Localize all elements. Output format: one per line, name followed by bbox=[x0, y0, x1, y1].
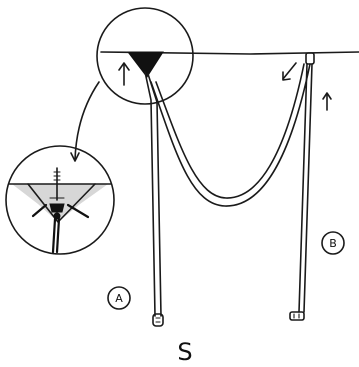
strap-b-left bbox=[298, 63, 308, 313]
swoop-cord-outer bbox=[150, 63, 311, 207]
attachment-triangle bbox=[126, 51, 164, 78]
swoop-cord-inner bbox=[155, 63, 305, 199]
label-a-text: A bbox=[115, 292, 123, 305]
callout-arrow bbox=[70, 81, 100, 162]
strap-a-left bbox=[144, 71, 156, 317]
magnifier-circle-top bbox=[96, 7, 194, 105]
detail-circle bbox=[5, 145, 115, 255]
label-b-text: B bbox=[329, 237, 337, 250]
strap-b-right bbox=[303, 63, 313, 313]
attachment-b bbox=[305, 52, 315, 65]
label-a: A bbox=[107, 286, 131, 310]
label-b: B bbox=[321, 231, 345, 255]
label-s: S bbox=[177, 338, 192, 366]
arrow-up-icon-b bbox=[322, 92, 332, 111]
up-arrow-icon bbox=[118, 62, 130, 86]
arrow-down-left-icon bbox=[282, 62, 297, 81]
buckle-icon-b bbox=[289, 311, 305, 321]
buckle-icon-a bbox=[152, 313, 164, 327]
